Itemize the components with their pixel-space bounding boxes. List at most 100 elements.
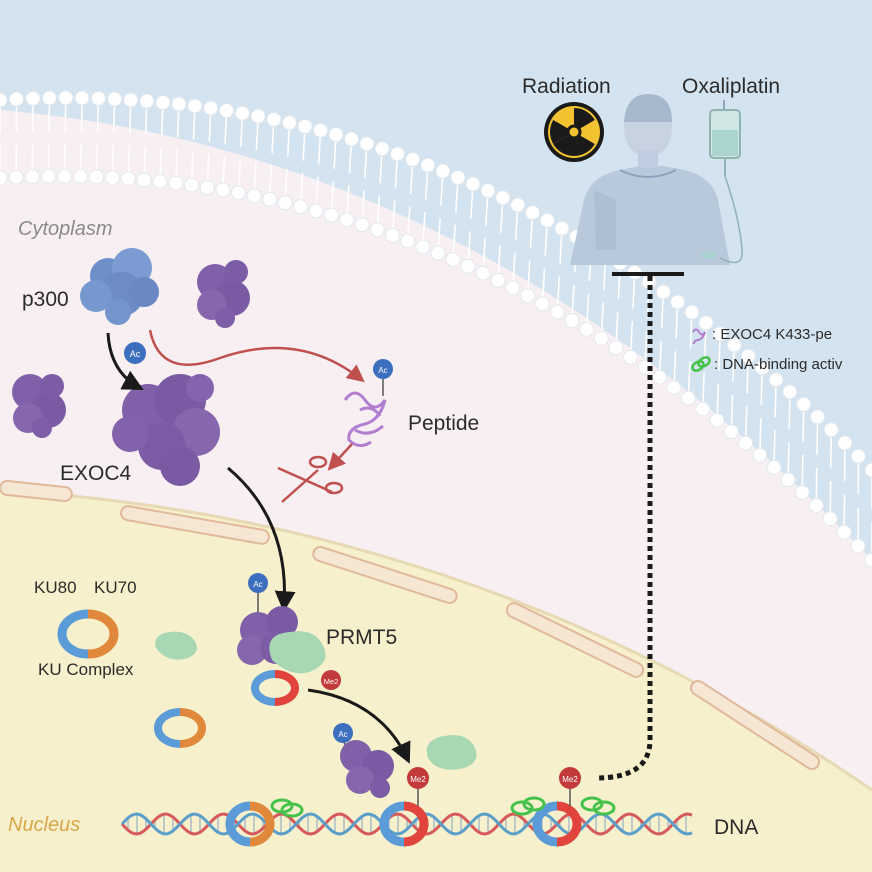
- lipid-head: [405, 152, 421, 168]
- ku70-label: KU70: [94, 578, 137, 597]
- arrow-exoc4-to-prmt5: [227, 466, 296, 613]
- lipid-head: [782, 384, 798, 400]
- lipid-head: [293, 199, 309, 215]
- legend-item-peptide: : EXOC4 K433-pe: [690, 322, 872, 346]
- lipid-head: [808, 498, 824, 514]
- me2-tag-prmt5: Me2: [321, 670, 341, 690]
- ku-ring-dna-3: [532, 801, 582, 847]
- lipid-head: [520, 288, 536, 304]
- lipid-head: [123, 92, 139, 108]
- ku-ring-prmt5: [251, 670, 299, 706]
- lipid-head: [389, 146, 405, 162]
- oxaliplatin-label: Oxaliplatin: [682, 75, 781, 98]
- lipid-head: [780, 472, 796, 488]
- lipid-head: [90, 90, 106, 106]
- lipid-head: [726, 337, 742, 353]
- lipid-head: [339, 212, 355, 228]
- dna-label: DNA: [714, 816, 759, 839]
- cytoplasm-label: Cytoplasm: [18, 218, 113, 240]
- ac-tag-peptide: Ac: [373, 359, 393, 379]
- lipid-head: [120, 171, 136, 187]
- nuclear-pores: [0, 479, 821, 771]
- ku-ring-free: [154, 708, 206, 748]
- lipid-head: [40, 168, 56, 184]
- lipid-head: [203, 100, 219, 116]
- lipid-head: [277, 195, 293, 211]
- svg-text:Me2: Me2: [410, 775, 426, 784]
- lipid-head: [435, 163, 451, 179]
- cell-membrane: [0, 90, 872, 568]
- lipid-head: [74, 90, 90, 106]
- lipid-head: [822, 511, 838, 527]
- me2-tag-dna-2: Me2: [559, 767, 581, 789]
- lipid-head: [837, 435, 853, 451]
- ac-tag-p300: Ac: [124, 342, 146, 364]
- exoc4-free-1: [197, 260, 250, 328]
- lipid-head: [184, 177, 200, 193]
- lipid-head: [155, 94, 171, 110]
- lipid-head: [199, 179, 215, 195]
- arrow-peptide-to-scissors: [327, 443, 353, 471]
- ku-ring-dna-1: [225, 801, 275, 847]
- p300-protein: [80, 248, 159, 325]
- lipid-head: [359, 136, 375, 152]
- dna-binding-loops: [270, 796, 616, 818]
- lipid-head: [554, 220, 570, 236]
- peptide-icon: [692, 328, 706, 344]
- dna-strand-red: [120, 812, 693, 836]
- ac-tag-lower: Ac: [333, 723, 353, 743]
- lipid-head: [328, 127, 344, 143]
- lipid-head: [400, 233, 416, 249]
- scissors-icon: [277, 455, 344, 503]
- lipid-head: [266, 111, 282, 127]
- lipid-head: [666, 380, 682, 396]
- lipid-head: [723, 424, 739, 440]
- exoc4-label: EXOC4: [60, 462, 132, 485]
- lipid-head: [794, 485, 810, 501]
- lipid-head: [823, 422, 839, 438]
- lipid-head: [415, 239, 431, 255]
- lipid-head: [168, 175, 184, 191]
- lipid-head: [430, 245, 446, 261]
- lipid-head: [680, 390, 696, 406]
- lipid-head: [505, 280, 521, 296]
- lipid-head: [152, 173, 168, 189]
- lipid-head: [187, 98, 203, 114]
- lipid-head: [539, 212, 555, 228]
- lipid-head: [139, 93, 155, 109]
- lipid-head: [534, 296, 550, 312]
- lipid-head: [385, 227, 401, 243]
- legend-label-peptide: : EXOC4 K433-pe: [712, 325, 833, 343]
- lipid-head: [712, 326, 728, 342]
- lipid-head: [695, 401, 711, 417]
- lipid-head: [215, 182, 231, 198]
- lipid-head: [752, 447, 768, 463]
- nucleus-label: Nucleus: [8, 814, 81, 836]
- lipid-head: [490, 272, 506, 288]
- arrow-p300-to-peptide: [148, 329, 365, 383]
- lipid-head: [420, 157, 436, 173]
- legend-label-dna-binding: : DNA-binding activ: [714, 355, 843, 373]
- lipid-head: [655, 284, 671, 300]
- lipid-head: [754, 360, 770, 376]
- me2-tag-dna-1: Me2: [407, 767, 429, 789]
- lipid-head: [231, 185, 247, 201]
- lipid-head: [850, 538, 866, 554]
- lipid-head: [41, 90, 57, 106]
- dna-binding-icon: [691, 356, 711, 372]
- lipid-head: [107, 91, 123, 107]
- lipid-head: [250, 108, 266, 124]
- radiation-label: Radiation: [522, 75, 611, 98]
- exoc4-free-2: [12, 374, 66, 438]
- patient-figure: [570, 94, 730, 265]
- lipid-head: [593, 330, 609, 346]
- lipid-head: [796, 396, 812, 412]
- lipid-head: [104, 170, 120, 186]
- prmt5-free-1: [155, 631, 197, 660]
- lipid-head: [766, 459, 782, 475]
- lipid-head: [343, 131, 359, 147]
- legend-item-dna-binding: : DNA-binding activ: [690, 352, 872, 376]
- lipid-head: [684, 304, 700, 320]
- lipid-head: [670, 294, 686, 310]
- lipid-head: [768, 372, 784, 388]
